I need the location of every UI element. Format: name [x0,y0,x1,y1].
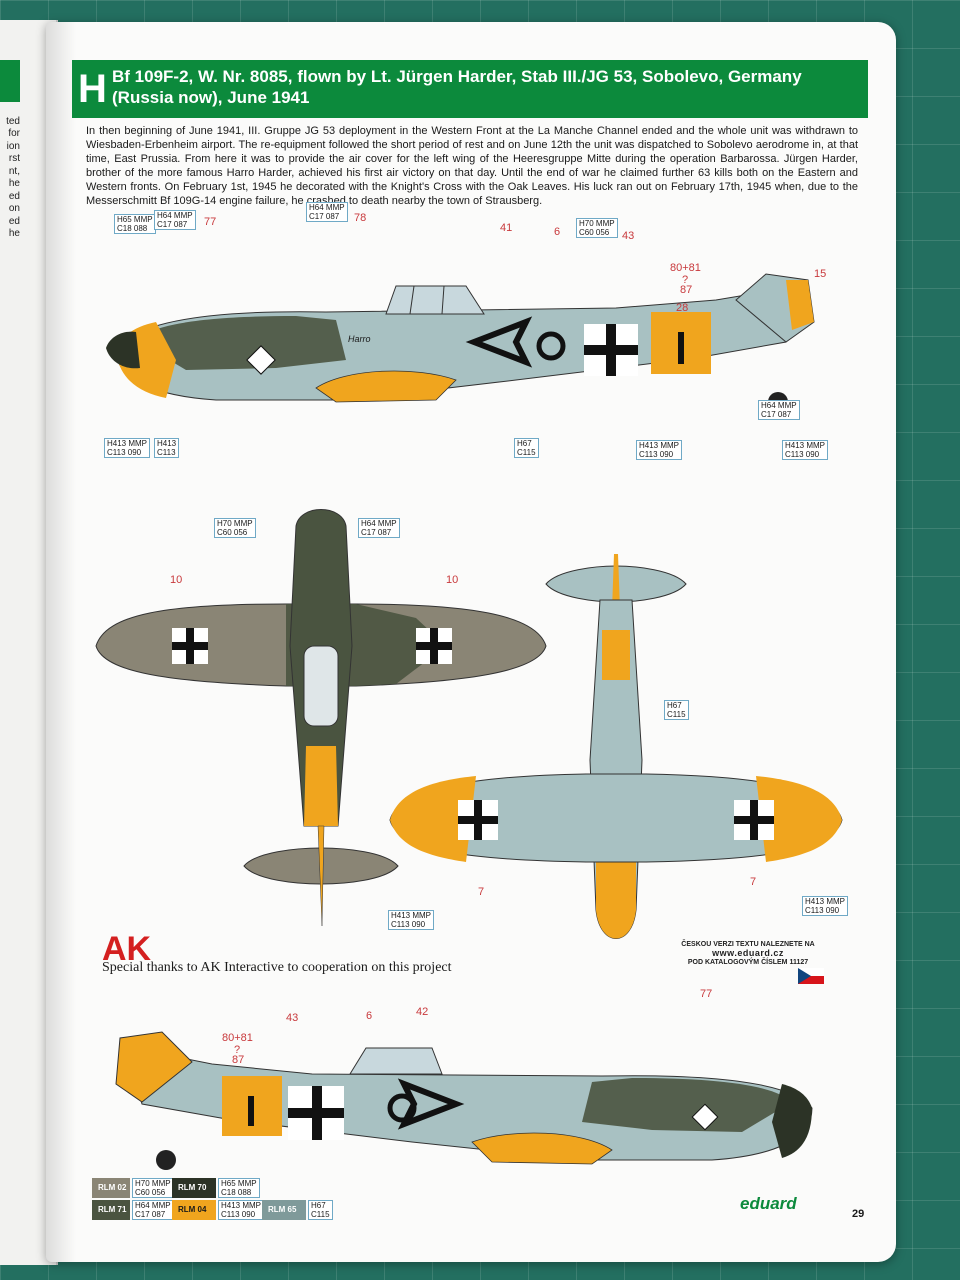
left-fragment: on [8,203,20,214]
left-fragment: ed [8,191,20,202]
callout-78: 78 [354,212,367,224]
callout-80-81: 80+81 [222,1032,253,1044]
callout-77: 77 [700,988,713,1000]
instruction-page: H Bf 109F-2, W. Nr. 8085, flown by Lt. J… [46,22,896,1262]
callout-77: 77 [204,216,217,228]
callout-87: 87 [680,284,693,296]
scheme-letter: H [78,67,107,111]
czech-version-note: ČESKOU VERZI TEXTU NALEZNETE NA www.edua… [668,940,828,967]
eduard-logo: eduard [740,1194,797,1213]
right-profile-drawing [115,1031,813,1170]
left-fragment: he [8,228,20,239]
swatch-rlm70: RLM 70 [172,1178,216,1198]
callout-80-81: 80+81 [670,262,701,274]
swatch-rlm02: RLM 02 [92,1178,130,1198]
intro-paragraph: In then beginning of June 1941, III. Gru… [86,125,858,207]
callout-10: 10 [170,574,183,586]
thanks-note: Special thanks to AK Interactive to coop… [102,960,452,975]
left-fragment: rst [8,153,20,164]
left-fragment: he [8,178,20,189]
ak-interactive-logo: AK [102,930,152,968]
callout-42: 42 [416,1006,429,1018]
left-fragment: nt, [8,166,20,177]
callout-10: 10 [446,574,459,586]
top-view-drawing [95,509,547,927]
left-fragment: ion [6,141,20,152]
scheme-title: Bf 109F-2, W. Nr. 8085, flown by Lt. Jür… [112,67,802,107]
left-fragment: for [8,128,20,139]
swatch-rlm71: RLM 71 [92,1200,130,1220]
callout-43: 43 [286,1012,299,1024]
page-header: H Bf 109F-2, W. Nr. 8085, flown by Lt. J… [72,60,868,118]
eduard-url[interactable]: www.eduard.cz [712,948,784,958]
callout-6: 6 [366,1010,373,1022]
swatch-rlm04: RLM 04 [172,1200,216,1220]
callout-41: 41 [500,222,513,234]
callout-7: 7 [478,886,485,898]
bottom-view-drawing [389,554,843,939]
callout-28: 28 [676,302,689,314]
swatch-rlm65: RLM 65 [262,1200,306,1220]
callout-7: 7 [750,876,757,888]
svg-text:AK: AK [102,930,152,968]
callout-6: 6 [554,226,561,238]
callout-43: 43 [622,230,635,242]
left-page-header-band [0,60,20,102]
czech-flag-icon [798,968,824,984]
left-fragment: ed [8,216,20,227]
callout-15: 15 [814,268,827,280]
callout-question: ? [682,274,689,286]
fuselage-name: Harro [348,334,371,344]
left-profile-drawing [106,273,815,412]
left-fragment: ted [6,116,20,127]
page-number: 29 [852,1208,865,1220]
callout-question: ? [234,1044,241,1056]
callout-87: 87 [232,1054,245,1066]
